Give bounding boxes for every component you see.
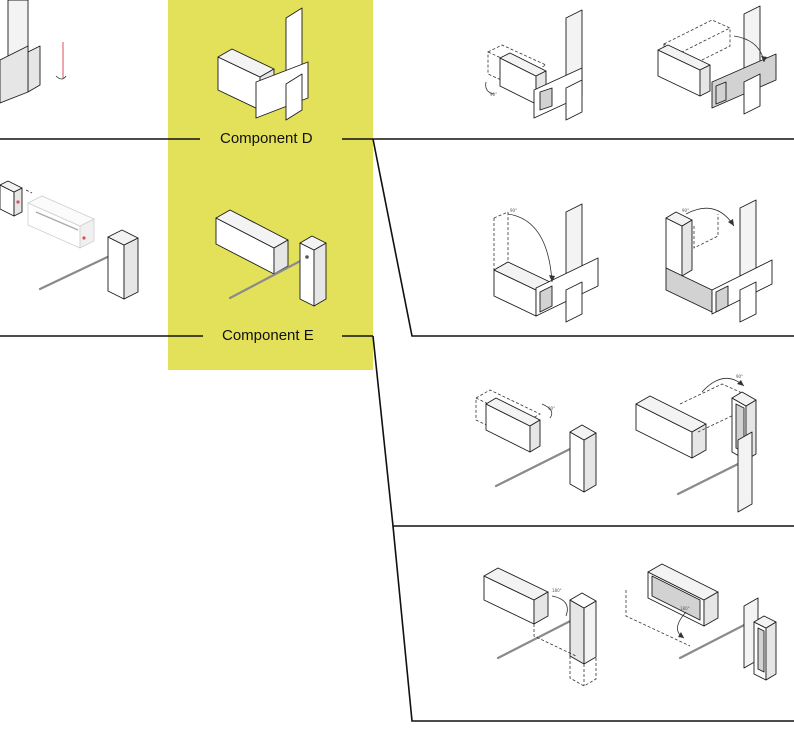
left-partial-drawing-middle — [0, 180, 139, 300]
row4-drawing-a: 180° — [483, 567, 597, 687]
svg-text:90°: 90° — [736, 374, 743, 379]
row2-drawing-a: 90° — [493, 203, 599, 323]
row3-drawing-b: 90° — [635, 374, 757, 513]
component-e-label: Component E — [218, 325, 318, 347]
row2-drawing-b: 90° — [665, 199, 773, 323]
row3-drawing-a: 90° — [475, 389, 597, 493]
component-d-drawing — [217, 7, 309, 121]
divider-lines — [0, 138, 794, 722]
svg-text:90°: 90° — [548, 406, 555, 411]
component-d-label: Component D — [216, 128, 317, 150]
svg-text:90°: 90° — [682, 208, 689, 213]
row4-drawing-b: 180° — [625, 563, 777, 681]
svg-text:180°: 180° — [552, 588, 562, 593]
divider-line-slant-1 — [372, 138, 794, 337]
svg-text:180°: 180° — [680, 606, 690, 611]
left-partial-drawing-top — [0, 0, 67, 104]
highlight-column — [168, 0, 373, 370]
divider-line-slant-3 — [392, 525, 794, 722]
row1-drawing-b — [657, 5, 777, 115]
component-e-drawing — [215, 209, 327, 307]
svg-text:90°: 90° — [510, 208, 517, 213]
row1-drawing-a: 90° — [485, 9, 583, 121]
svg-text:90°: 90° — [490, 92, 497, 97]
